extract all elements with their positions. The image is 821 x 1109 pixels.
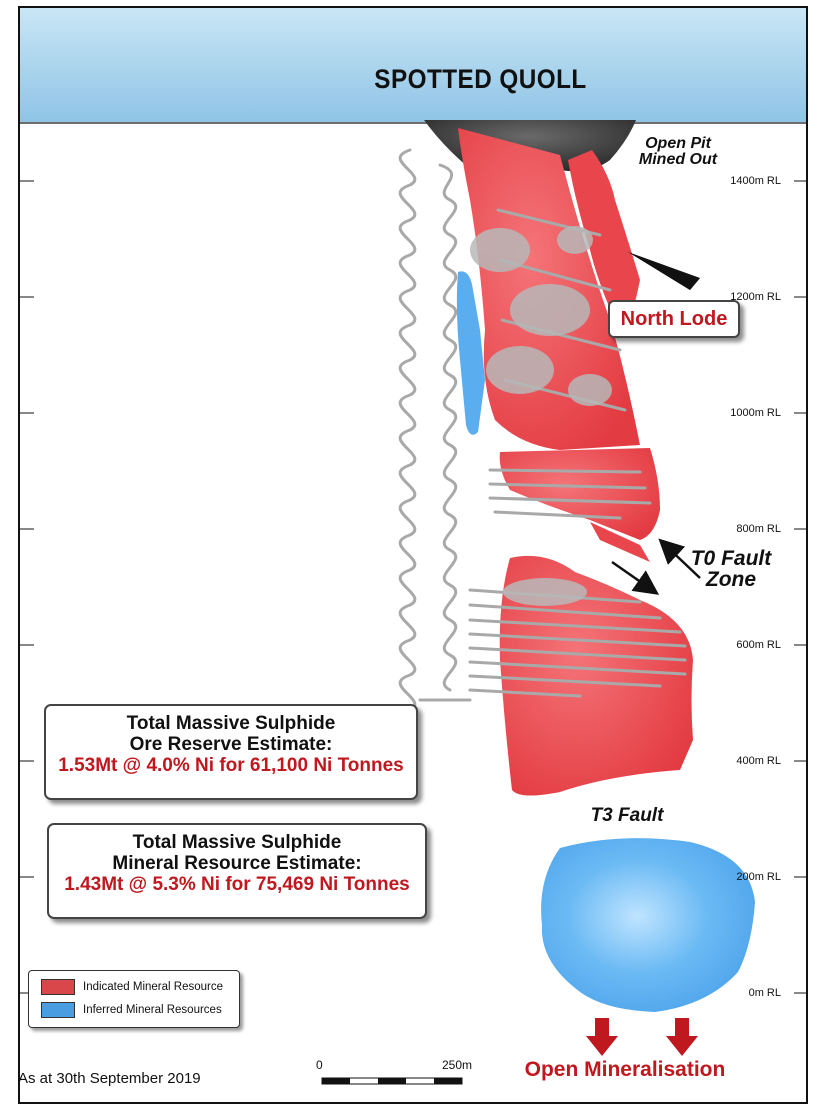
t0-fault-sliver	[590, 522, 650, 562]
rl-ticks	[18, 180, 808, 994]
scale-start-label: 0	[316, 1058, 323, 1072]
legend: Indicated Mineral Resource Inferred Mine…	[28, 970, 240, 1028]
resource-line1: Total Massive Sulphide	[132, 832, 342, 853]
rl-label-1200: 1200m RL	[730, 291, 781, 303]
open-pit-label: Open Pit Mined Out	[628, 136, 728, 168]
t3-fault-label: T3 Fault	[590, 805, 664, 826]
reserve-callout: Total Massive Sulphide Ore Reserve Estim…	[44, 704, 418, 800]
rl-label-1000: 1000m RL	[730, 407, 781, 419]
inferred-strip	[456, 271, 485, 435]
scale-end-label: 250m	[442, 1058, 473, 1072]
rl-label-600: 600m RL	[736, 639, 781, 651]
legend-item-indicated: Indicated Mineral Resource	[41, 979, 223, 995]
open-mineralisation-arrows	[586, 1018, 698, 1056]
rl-label-400: 400m RL	[736, 755, 781, 767]
scale-bar	[321, 1077, 463, 1085]
pointer-arrows	[628, 252, 700, 290]
t0-line1: T0 Fault	[690, 547, 772, 570]
t0-line2: Zone	[705, 568, 757, 591]
legend-swatch-inferred	[41, 1002, 75, 1018]
resource-callout: Total Massive Sulphide Mineral Resource …	[47, 823, 427, 919]
legend-item-inferred: Inferred Mineral Resources	[41, 1002, 222, 1018]
reserve-line3: 1.53Mt @ 4.0% Ni for 61,100 Ni Tonnes	[58, 754, 404, 776]
open-mineralisation-label: Open Mineralisation	[524, 1058, 726, 1081]
sky-band	[20, 8, 806, 124]
legend-label-inferred: Inferred Mineral Resources	[83, 1004, 222, 1016]
resource-line3: 1.43Mt @ 5.3% Ni for 75,469 Ni Tonnes	[64, 873, 410, 895]
workings-texture	[470, 226, 612, 606]
reserve-line1: Total Massive Sulphide	[126, 713, 336, 734]
legend-label-indicated: Indicated Mineral Resource	[83, 981, 223, 993]
underground-workings	[398, 148, 687, 712]
t0-fault-label: T0 Fault Zone	[676, 548, 786, 590]
open-pit-line2: Mined Out	[638, 151, 718, 168]
rl-label-800: 800m RL	[736, 523, 781, 535]
rl-label-0: 0m RL	[748, 987, 781, 999]
middle-lode-indicated	[499, 448, 660, 540]
reserve-line2: Ore Reserve Estimate:	[129, 733, 333, 755]
rl-label-200: 200m RL	[736, 871, 781, 883]
figure-title: SPOTTED QUOLL	[374, 64, 587, 94]
t0-arrow-lower	[611, 560, 660, 595]
t0-arrow-upper	[658, 538, 701, 579]
north-lode-shape	[568, 150, 640, 330]
rl-label-1400: 1400m RL	[730, 175, 781, 187]
north-lode-callout: North Lode	[608, 300, 740, 338]
as-at-date: As at 30th September 2019	[18, 1070, 201, 1087]
resource-line2: Mineral Resource Estimate:	[112, 852, 362, 874]
lower-lode-inferred	[541, 838, 755, 1012]
legend-swatch-indicated	[41, 979, 75, 995]
open-pit-line1: Open Pit	[645, 135, 711, 152]
